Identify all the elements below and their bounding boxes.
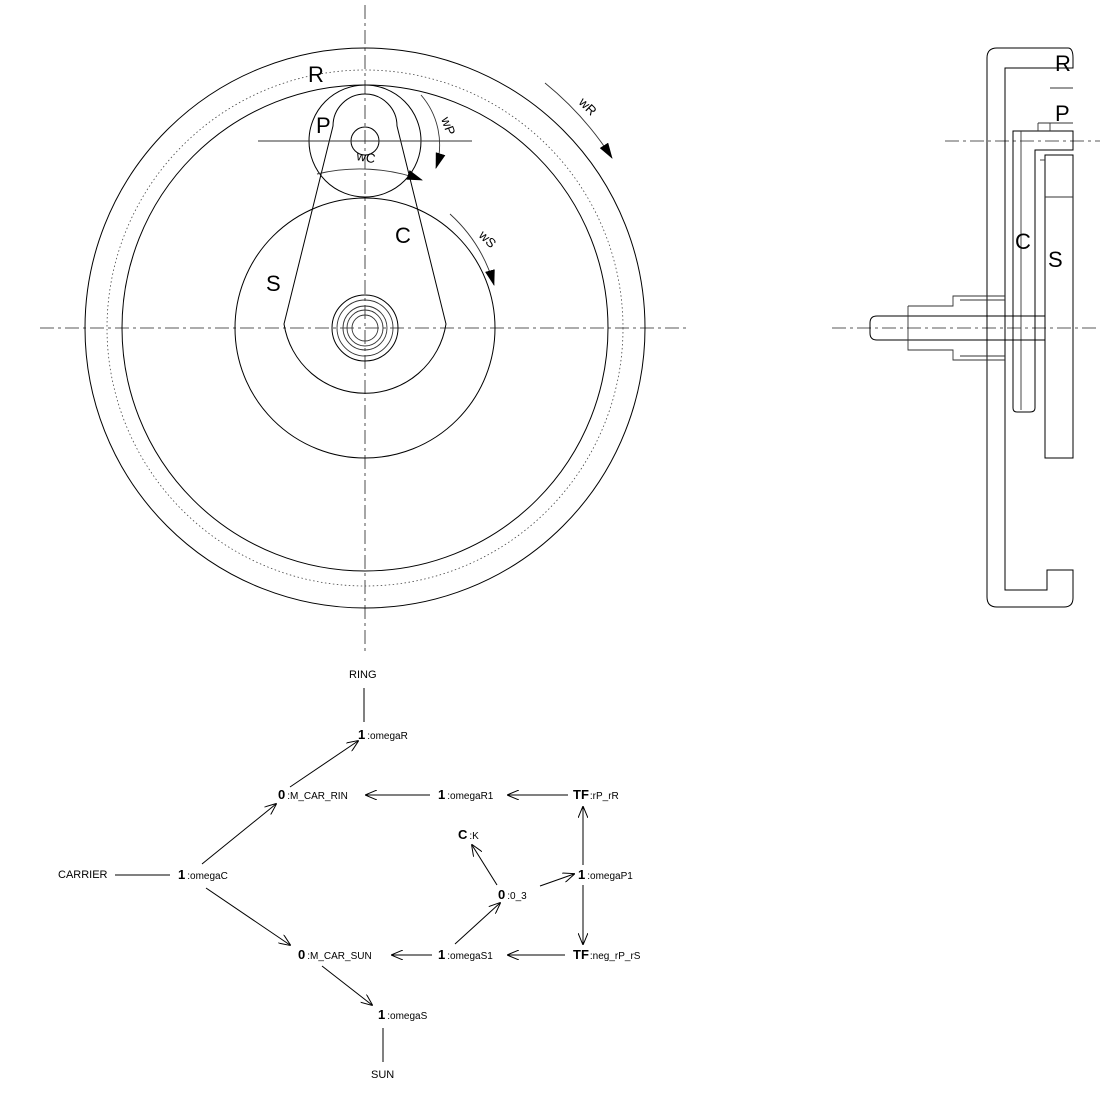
side-label-sun: S — [1048, 247, 1063, 272]
node-zero-l3: 0:0_3 — [498, 887, 527, 902]
side-label-carrier: C — [1015, 229, 1031, 254]
hub-ring-3 — [342, 305, 388, 351]
bond-graph: RING CARRIER SUN 1:omegaR 0:M_CAR_RIN 1:… — [58, 669, 641, 1081]
hub-ring-4 — [346, 309, 384, 347]
sun-gear-circle — [234, 197, 496, 459]
bond-omegaC-mcarrin — [201, 804, 276, 865]
node-c-k: C:K — [458, 827, 479, 842]
ring-outer-circle — [84, 47, 646, 609]
front-view: R P C S wR wP wC wS — [40, 5, 690, 655]
bond-omegaC-mcarsun — [205, 887, 290, 945]
node-m-car-sun: 0:M_CAR_SUN — [298, 947, 372, 962]
bond-zero-omegaP1 — [539, 874, 574, 887]
carrier-arm — [283, 93, 447, 394]
ring-rotation-arrow — [544, 82, 613, 159]
node-omegaP1: 1:omegaP1 — [578, 867, 633, 882]
node-omegaR1: 1:omegaR1 — [438, 787, 494, 802]
terminal-ring: RING — [349, 669, 377, 681]
node-omegaC: 1:omegaC — [178, 867, 228, 882]
side-shaft — [869, 315, 1046, 341]
side-carrier — [1012, 130, 1074, 413]
side-hub-inner — [960, 299, 1005, 357]
label-w-planet: wP — [438, 114, 459, 137]
side-view — [832, 47, 1100, 608]
node-m-car-rin: 0:M_CAR_RIN — [278, 787, 348, 802]
front-label-carrier: C — [395, 223, 411, 248]
bond-zero-ck — [472, 845, 498, 886]
side-sun — [1044, 154, 1074, 459]
planet-rotation-arrow — [420, 94, 446, 169]
terminal-carrier: CARRIER — [58, 869, 108, 881]
carrier-rotation-arrow — [316, 168, 423, 181]
front-label-planet: P — [316, 113, 331, 138]
side-ring-housing — [986, 47, 1074, 608]
node-tf-s: TF:neg_rP_rS — [573, 947, 641, 962]
label-w-carrier: wC — [354, 148, 376, 166]
node-tf-r: TF:rP_rR — [573, 787, 619, 802]
side-label-planet: P — [1055, 101, 1070, 126]
bond-mcarrin-omegaR — [289, 741, 358, 788]
front-label-sun: S — [266, 271, 281, 296]
side-hub-left — [907, 295, 1005, 361]
label-w-sun: wS — [475, 227, 499, 251]
node-omegaR: 1:omegaR — [358, 727, 408, 742]
bond-omegaS1-zero — [454, 903, 500, 945]
terminal-sun: SUN — [371, 1069, 394, 1081]
node-omegaS1: 1:omegaS1 — [438, 947, 493, 962]
ring-pitch-circle — [106, 69, 624, 587]
front-label-ring: R — [308, 62, 324, 87]
node-omegaS: 1:omegaS — [378, 1007, 428, 1022]
bond-mcarsun-omegaS — [321, 965, 372, 1005]
side-planet — [1037, 122, 1073, 131]
side-label-ring: R — [1055, 51, 1071, 76]
hub-ring-inner — [351, 314, 379, 342]
hub-ring-2 — [336, 299, 394, 357]
hub-ring-outer — [331, 294, 399, 362]
sun-rotation-arrow — [449, 213, 495, 286]
